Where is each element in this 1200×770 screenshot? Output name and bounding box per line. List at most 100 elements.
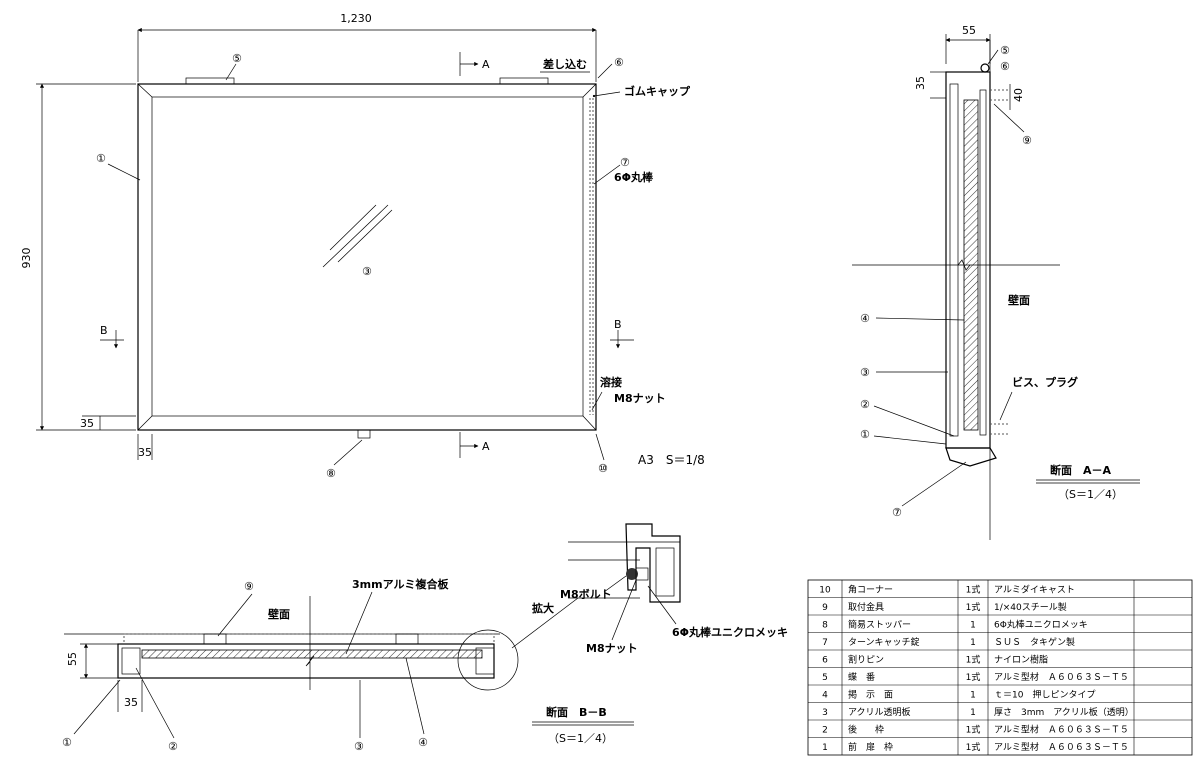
bb-composite-label: 3mmアルミ複合板 xyxy=(352,577,449,591)
svg-text:A: A xyxy=(482,440,490,453)
table-cell-no: 10 xyxy=(819,586,831,596)
svg-text:A: A xyxy=(482,58,490,71)
callout-5: ⑤ xyxy=(232,52,242,65)
table-cell-no: 7 xyxy=(822,638,828,648)
table-cell-qty: 1式 xyxy=(966,671,981,683)
parts-table: 10 角コーナー 1式 アルミダイキャスト 9 取付金具 1式 1/×40スチール製 8 簡易スト… xyxy=(807,579,1193,756)
section-aa: 55 35 40 壁面 ビス、プラグ ⑤ ⑥ ⑨ ④ xyxy=(852,24,1140,540)
aa-callout-7: ⑦ xyxy=(892,506,902,519)
table-cell-qty: 1 xyxy=(970,638,976,648)
bb-frame-dim: 35 xyxy=(124,696,138,709)
bb-bracket-left xyxy=(203,633,227,645)
aa-screws xyxy=(990,89,1008,435)
bb-callout-9: ⑨ xyxy=(244,580,254,593)
table-cell-spec: アルミ型材 Ａ６０６３Ｓ－Ｔ５ xyxy=(994,671,1129,683)
bb-callout-2: ② xyxy=(168,740,178,753)
front-view: 1,230 930 A A B B xyxy=(20,12,705,480)
table-cell-no: 8 xyxy=(822,621,828,631)
outer-frame xyxy=(137,83,597,431)
table-cell-name: 割りピン xyxy=(848,654,884,666)
detail-bolt-label: M8ボルト xyxy=(560,587,612,601)
table-cell-no: 9 xyxy=(822,603,828,613)
callout-10: ⑩ xyxy=(598,462,608,475)
callout-7: ⑧ xyxy=(326,467,336,480)
table-cell-name: 取付金具 xyxy=(848,601,884,613)
bb-frame xyxy=(117,643,495,679)
aa-callout-5: ⑤ xyxy=(1000,44,1010,57)
turn-catch xyxy=(357,429,371,439)
callout-3: ③ xyxy=(362,265,372,278)
bb-callout-4: ④ xyxy=(418,736,428,749)
aa-screw-label: ビス、プラグ xyxy=(1012,375,1078,389)
aa-wall-label: 壁面 xyxy=(1008,293,1030,307)
table-cell-spec: ＳＵＳ タキゲン製 xyxy=(994,636,1075,648)
aa-callout-1: ① xyxy=(860,428,870,441)
table-cell-name: ターンキャッチ錠 xyxy=(848,636,920,648)
aa-scale: （S＝1／4） xyxy=(1058,488,1123,501)
aa-title: 断面 A－A xyxy=(1050,463,1112,477)
insert-label: 差し込む xyxy=(543,57,587,71)
aa-hinge xyxy=(980,63,990,73)
section-bb: 壁面 3mmアルミ複合板 拡大 55 35 ⑨ ① ② ③ ④ 断面 B－B （… xyxy=(62,577,634,753)
bb-wall-label: 壁面 xyxy=(268,607,290,621)
table-cell-spec: アルミ型材 Ａ６０６３Ｓ－Ｔ５ xyxy=(994,741,1129,753)
aa-width-dim: 55 xyxy=(962,24,976,37)
bb-composite-board xyxy=(141,649,483,659)
height-dimension: 930 xyxy=(20,248,33,269)
callout-1: ① xyxy=(96,152,106,165)
table-cell-name: 角コーナー xyxy=(848,584,893,596)
round-bar-label: 6Φ丸棒 xyxy=(614,170,654,184)
bb-callout-1: ① xyxy=(62,736,72,749)
table-cell-spec: アルミダイキャスト xyxy=(994,584,1075,596)
table-cell-spec: 6Φ丸棒ユニクロメッキ xyxy=(994,619,1088,631)
rubber-cap-label: ゴムキャップ xyxy=(624,84,691,98)
inner-frame xyxy=(151,96,584,417)
table-cell-name: 簡易ストッパー xyxy=(848,619,911,631)
table-cell-qty: 1 xyxy=(970,621,976,631)
aa-callout-6: ⑥ xyxy=(1000,60,1010,73)
table-cell-spec: ｔ＝10 押しピンタイプ xyxy=(994,689,1095,701)
bb-enlarge-label: 拡大 xyxy=(532,601,554,615)
table-cell-spec: アルミ型材 Ａ６０６３Ｓ－Ｔ５ xyxy=(994,724,1129,736)
table-cell-spec: 1/×40スチール製 xyxy=(994,601,1067,613)
table-cell-no: 1 xyxy=(822,743,828,753)
table-cell-spec: ナイロン樹脂 xyxy=(994,654,1048,666)
table-cell-qty: 1式 xyxy=(966,601,981,613)
detail-nut-label: M8ナット xyxy=(586,642,638,655)
table-cell-qty: 1式 xyxy=(966,724,981,736)
table-cell-qty: 1式 xyxy=(966,654,981,666)
bb-callout-3: ③ xyxy=(354,740,364,753)
detail-bar-label: 6Φ丸棒ユニクロメッキ xyxy=(672,625,788,639)
hinge xyxy=(185,77,235,85)
table-cell-no: 2 xyxy=(822,726,828,736)
callout-6: ⑥ xyxy=(614,56,624,69)
table-cell-qty: 1式 xyxy=(966,741,981,753)
table-cell-qty: 1 xyxy=(970,708,976,718)
table-cell-qty: 1式 xyxy=(966,584,981,596)
aa-callout-4: ④ xyxy=(860,312,870,325)
bb-enlarge-circle xyxy=(457,629,519,691)
table-cell-no: 3 xyxy=(822,708,828,718)
detail-nut xyxy=(635,567,649,581)
bb-scale: （S＝1／4） xyxy=(548,732,613,745)
enlarged-detail: M8ボルト M8ナット 6Φ丸棒ユニクロメッキ xyxy=(560,523,788,655)
table-cell-qty: 1 xyxy=(970,691,976,701)
table-cell-name: 掲 示 面 xyxy=(848,690,893,701)
callout-8: ⑦ xyxy=(620,156,630,169)
aa-callout-3: ③ xyxy=(860,366,870,379)
bb-bracket-right xyxy=(395,633,419,645)
svg-text:B: B xyxy=(100,324,108,337)
aa-bolt-dim: 40 xyxy=(1012,88,1025,102)
frame-width-dim: 35 xyxy=(138,446,152,459)
table-cell-no: 4 xyxy=(822,691,828,701)
bb-title: 断面 B－B xyxy=(546,705,607,719)
frame-height-dim: 35 xyxy=(80,417,94,430)
aa-top-dim: 35 xyxy=(914,76,927,90)
table-cell-name: 前 扉 枠 xyxy=(848,741,893,753)
table-cell-spec: 厚さ 3mm アクリル板（透明） xyxy=(994,706,1134,718)
aa-callout-2: ② xyxy=(860,398,870,411)
table-cell-name: 蝶 番 xyxy=(848,671,875,683)
bb-depth-dim: 55 xyxy=(66,652,79,666)
nut-label: M8ナット xyxy=(614,392,666,405)
